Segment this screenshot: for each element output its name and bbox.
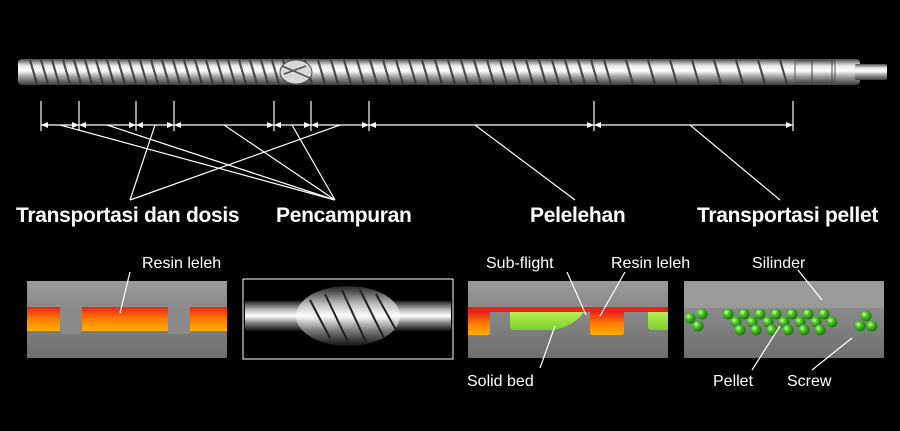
screw-flight: [407, 59, 418, 85]
callout-resin-melt-2: Resin leleh: [611, 255, 691, 272]
panel-pellet-section: [684, 269, 884, 371]
screw-flight: [94, 59, 105, 85]
pellet-granule: [814, 324, 826, 336]
screw-shaft: [18, 59, 887, 85]
screw-flight: [342, 59, 353, 85]
screw-flight: [624, 59, 635, 85]
pellet-granule: [782, 324, 794, 336]
screw-flight: [446, 59, 457, 85]
screw-flight: [50, 59, 61, 85]
callout-sub-flight: Sub-flight: [486, 255, 554, 272]
label-transport-dosing: Transportasi dan dosis: [16, 204, 240, 227]
screw-flight: [498, 59, 509, 85]
screw-flight: [259, 59, 270, 85]
screw-flight: [61, 59, 72, 85]
screw-flight: [563, 59, 574, 85]
pellet-granule: [754, 308, 766, 320]
pellet-granule: [738, 308, 750, 320]
pellet-granule: [766, 324, 778, 336]
callout-resin-melt-1: Resin leleh: [142, 255, 222, 272]
screw-flight: [511, 59, 522, 85]
screw-flight: [182, 59, 193, 85]
callout-pellet: Pellet: [713, 373, 754, 390]
screw-flight: [712, 59, 723, 85]
screw-flight: [248, 59, 259, 85]
screw-flight: [105, 59, 116, 85]
screw-flight: [171, 59, 182, 85]
screw-flight: [394, 59, 405, 85]
screw-flight: [204, 59, 215, 85]
pellet-granule: [750, 324, 762, 336]
screw-flight: [576, 59, 587, 85]
panel-melt-section: [27, 271, 227, 358]
pellet-granule: [798, 324, 810, 336]
pellet-granule: [770, 308, 782, 320]
screw-flight: [756, 59, 767, 85]
screw-flight: [160, 59, 171, 85]
screw-flight: [646, 59, 657, 85]
section-leader-lines: [59, 124, 781, 201]
zone-dimension-lines: [40, 101, 794, 131]
screw-flight: [668, 59, 679, 85]
screw-flight: [420, 59, 431, 85]
panel-melting-section: [468, 271, 668, 369]
pellet-granule: [786, 308, 798, 320]
panel-mixing-element: [242, 278, 454, 360]
screw-flight: [149, 59, 160, 85]
screw-flight: [381, 59, 392, 85]
pellet-granule: [854, 320, 866, 332]
pellet-granule: [818, 308, 830, 320]
callout-cylinder: Silinder: [752, 255, 806, 272]
dimension-arrowheads: [41, 122, 793, 128]
callout-solid-bed: Solid bed: [467, 373, 534, 390]
screw-flight: [472, 59, 483, 85]
pellet-granule: [722, 308, 734, 320]
screw-flight: [83, 59, 94, 85]
callout-screw: Screw: [787, 373, 832, 390]
label-mixing: Pencampuran: [276, 204, 412, 227]
screw-flight: [329, 59, 340, 85]
pellet-granule: [826, 316, 838, 328]
screw-flight: [316, 59, 327, 85]
screw-flight: [524, 59, 535, 85]
screw-flight: [778, 59, 789, 85]
screw-flight: [138, 59, 149, 85]
screw-flight: [589, 59, 600, 85]
screw-flight: [116, 59, 127, 85]
screw-flight: [485, 59, 496, 85]
pellet-granule: [860, 310, 872, 322]
screw-flight: [550, 59, 561, 85]
screw-flight: [734, 59, 745, 85]
screw-flight: [459, 59, 470, 85]
screw-flight: [193, 59, 204, 85]
screw-flight: [215, 59, 226, 85]
screw-flight: [237, 59, 248, 85]
screw-flight: [226, 59, 237, 85]
pellet-granule: [696, 308, 708, 320]
screw-flight: [39, 59, 50, 85]
screw-flight: [537, 59, 548, 85]
screw-flight: [433, 59, 444, 85]
screw-flight: [270, 59, 281, 85]
pellet-granule: [692, 320, 704, 332]
screw-flight: [690, 59, 701, 85]
screw-flight: [355, 59, 366, 85]
pellet-granule: [734, 324, 746, 336]
screw-flight: [602, 59, 613, 85]
label-melting: Pelelehan: [530, 204, 626, 227]
screw-flight: [28, 59, 39, 85]
pellet-granule: [684, 312, 696, 324]
pellet-granule: [802, 308, 814, 320]
pellet-granule: [866, 320, 878, 332]
label-pellet-transport: Transportasi pellet: [697, 204, 879, 227]
screw-flight: [72, 59, 83, 85]
screw-flight: [127, 59, 138, 85]
screw-flight: [368, 59, 379, 85]
